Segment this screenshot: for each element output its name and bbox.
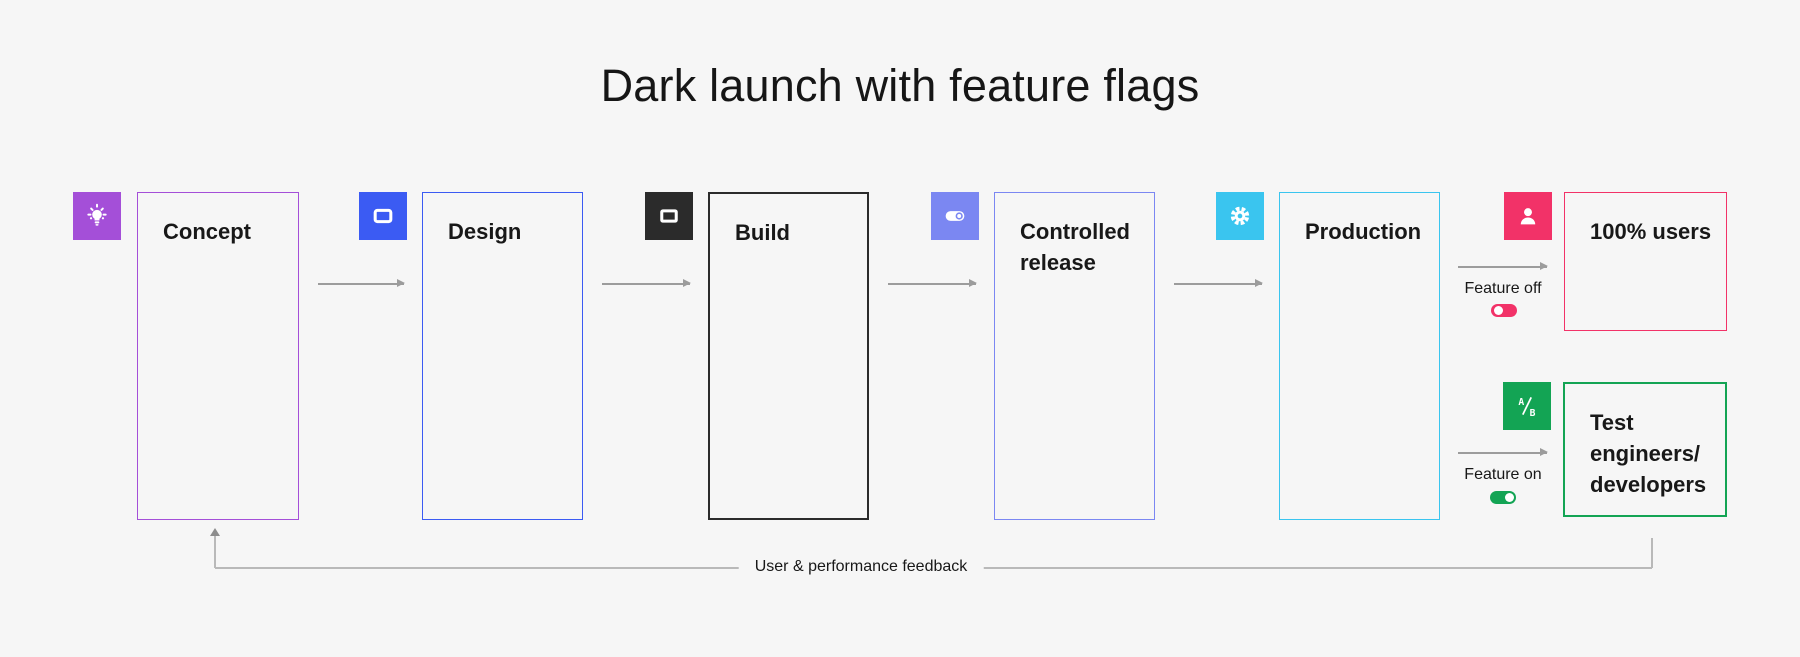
target-box-users: 100% users xyxy=(1564,192,1727,331)
toggle-icon xyxy=(931,192,979,240)
design-icon xyxy=(359,192,407,240)
feature-on-toggle xyxy=(1490,491,1516,504)
gear-icon xyxy=(1216,192,1264,240)
feedback-line-right-riser xyxy=(1651,538,1653,568)
stage-label-build: Build xyxy=(735,220,790,245)
svg-text:B: B xyxy=(1530,408,1536,419)
build-icon xyxy=(645,192,693,240)
stage-box-build: Build xyxy=(708,192,869,520)
arrow-design-to-build xyxy=(602,280,691,287)
target-label-testers: Test engineers/ developers xyxy=(1565,384,1725,500)
stage-label-production: Production xyxy=(1305,219,1422,244)
svg-text:A: A xyxy=(1518,397,1524,408)
stage-box-concept: Concept xyxy=(137,192,299,520)
target-label-users: 100% users xyxy=(1590,219,1712,244)
toggle-knob xyxy=(1493,306,1503,315)
feedback-line-left-riser xyxy=(214,535,216,568)
target-box-testers: Test engineers/ developers xyxy=(1563,382,1727,517)
user-icon xyxy=(1504,192,1552,240)
diagram-title: Dark launch with feature flags xyxy=(600,60,1200,111)
arrow-feature-off xyxy=(1458,263,1548,270)
ab-test-icon: A B xyxy=(1503,382,1551,430)
arrow-concept-to-design xyxy=(318,280,405,287)
target-label-testers-line1: Test xyxy=(1590,410,1634,435)
stage-label-controlled-release: Controlled release xyxy=(1020,219,1130,275)
target-label-testers-line3: developers xyxy=(1590,472,1707,497)
feedback-arrowhead-icon xyxy=(210,528,220,536)
feature-off-label: Feature off xyxy=(1464,280,1542,297)
arrow-controlled-to-production xyxy=(1174,280,1263,287)
stage-box-controlled-release: Controlled release xyxy=(994,192,1155,520)
arrow-feature-on xyxy=(1458,449,1548,456)
feature-off-toggle xyxy=(1491,304,1517,317)
feature-on-label: Feature on xyxy=(1464,466,1542,483)
idea-icon xyxy=(73,192,121,240)
stage-box-design: Design xyxy=(422,192,583,520)
stage-box-production: Production xyxy=(1279,192,1440,520)
target-label-testers-line2: engineers/ xyxy=(1590,441,1701,466)
stage-label-concept: Concept xyxy=(163,219,251,244)
arrow-build-to-controlled xyxy=(888,280,977,287)
stage-label-design: Design xyxy=(448,219,522,244)
toggle-knob xyxy=(1504,493,1514,502)
feedback-label: User & performance feedback xyxy=(738,558,984,576)
